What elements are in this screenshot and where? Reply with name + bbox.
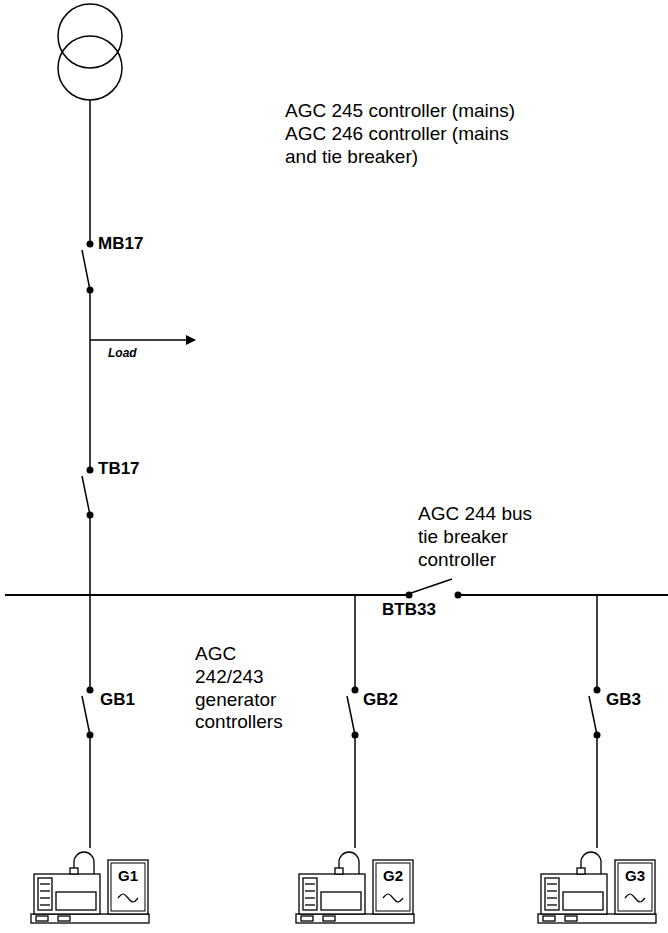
generator-icon [30, 848, 150, 926]
controller-note: AGC 244 bus tie breaker controller [418, 503, 538, 571]
equipment-tag: GB1 [100, 690, 135, 710]
breaker-contact [87, 512, 94, 519]
busbar [458, 594, 668, 596]
breaker-contact [455, 592, 462, 599]
breaker-contact [87, 732, 94, 739]
controller-note: AGC 242/243 generator controllers [195, 643, 295, 734]
busbar [5, 594, 408, 596]
breaker-contact [352, 732, 359, 739]
breaker-blade [82, 696, 90, 735]
transformer-winding [58, 36, 122, 100]
breaker-contact [87, 287, 94, 294]
breaker-blade [347, 696, 355, 735]
equipment-tag: Load [108, 346, 137, 360]
breaker-blade [82, 250, 90, 290]
feeder-wire [354, 735, 356, 848]
feeder-wire [89, 595, 91, 690]
breaker-contact [406, 592, 413, 599]
equipment-tag: TB17 [98, 459, 140, 479]
breaker-contact [87, 687, 94, 694]
load-arrow [90, 339, 195, 341]
feeder-wire [89, 100, 91, 244]
equipment-tag: MB17 [98, 234, 143, 254]
feeder-wire [89, 290, 91, 470]
equipment-tag: GB2 [363, 690, 398, 710]
breaker-contact [352, 687, 359, 694]
breaker-contact [87, 241, 94, 248]
breaker-blade [411, 579, 452, 593]
feeder-wire [89, 515, 91, 595]
generator-set: G2 [295, 848, 415, 926]
equipment-tag: BTB33 [382, 600, 436, 620]
breaker-contact [594, 732, 601, 739]
generator-name: G1 [118, 868, 138, 885]
feeder-wire [596, 735, 598, 848]
breaker-contact [87, 467, 94, 474]
feeder-wire [596, 595, 598, 690]
equipment-tag: GB3 [606, 690, 641, 710]
generator-name: G2 [383, 868, 403, 885]
feeder-wire [89, 735, 91, 848]
controller-note: AGC 245 controller (mains) AGC 246 contr… [285, 100, 535, 168]
generator-icon [537, 848, 657, 926]
generator-name: G3 [625, 868, 645, 885]
generator-set: G1 [30, 848, 150, 926]
breaker-blade [82, 476, 90, 515]
breaker-contact [594, 687, 601, 694]
feeder-wire [354, 595, 356, 690]
breaker-blade [589, 696, 597, 735]
generator-icon [295, 848, 415, 926]
generator-set: G3 [537, 848, 657, 926]
